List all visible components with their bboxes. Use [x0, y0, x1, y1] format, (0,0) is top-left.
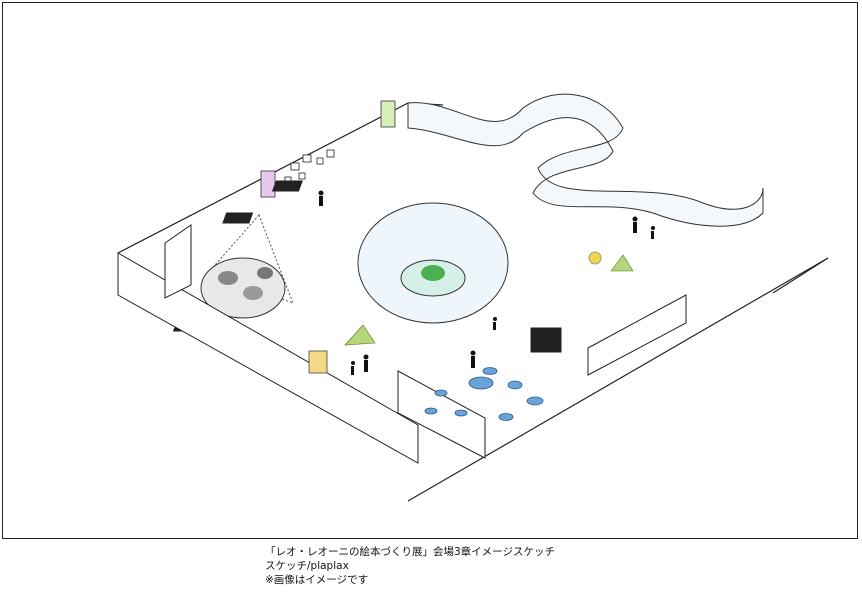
mushroom-sculptures	[424, 367, 544, 421]
caption: 「レオ・レオーニの絵本づくり展」会場3章イメージスケッチ スケッチ/plapla…	[265, 545, 555, 587]
serpentine-wall	[407, 93, 764, 227]
pink-banner	[260, 170, 276, 198]
visitor-silhouettes	[318, 190, 655, 375]
projection-area	[200, 214, 294, 319]
green-banner	[380, 100, 396, 128]
circular-installation	[357, 202, 509, 324]
caption-title: 「レオ・レオーニの絵本づくり展」会場3章イメージスケッチ	[265, 546, 555, 558]
plant-displays	[344, 254, 634, 346]
caption-credit: スケッチ/plaplax	[265, 560, 349, 572]
exhibition-venue-sketch	[117, 93, 829, 502]
yellow-sign	[308, 350, 328, 374]
sketch-frame	[2, 2, 858, 539]
partition-walls	[117, 224, 687, 464]
yellow-balloon	[588, 251, 602, 265]
caption-note: ※画像はイメージです	[265, 574, 369, 586]
wall-frames	[284, 149, 335, 184]
